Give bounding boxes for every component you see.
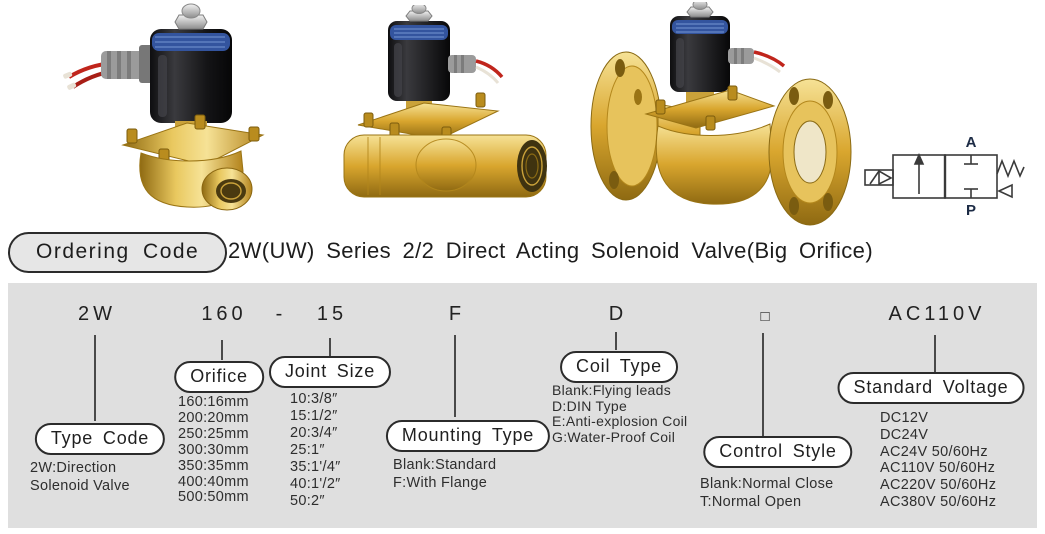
option-line: 250:25mm <box>178 425 249 442</box>
option-line: Blank:Standard <box>393 457 497 473</box>
callout-control-style: Control Style <box>703 436 853 468</box>
option-line: 25:1″ <box>290 442 325 458</box>
port-label-p: P <box>966 202 976 219</box>
option-line: 40:1'/2″ <box>290 476 341 492</box>
code-part-joint: 15 <box>316 303 348 325</box>
option-line: 400:40mm <box>178 473 249 490</box>
callout-coil-type: Coil Type <box>560 351 678 383</box>
ordering-code-badge: Ordering Code <box>8 232 228 273</box>
valve-body-brass <box>343 92 547 198</box>
option-line: Blank:Flying leads <box>552 382 672 398</box>
code-part-voltage: AC110V <box>888 303 986 325</box>
connector-line <box>934 335 936 375</box>
option-line: DC12V <box>880 410 929 426</box>
spring-symbol <box>996 158 1025 179</box>
connector-line <box>94 335 96 421</box>
code-part-control: □ <box>760 308 770 325</box>
option-line: AC24V 50/60Hz <box>880 443 988 460</box>
cable-gland <box>101 45 153 83</box>
spring-seat <box>997 183 1013 199</box>
options-joint-size: 10:3/8″15:1/2″20:3/4″25:1″35:1'/4″40:1'/… <box>290 391 341 510</box>
lead-wire <box>753 50 786 68</box>
option-line: T:Normal Open <box>700 494 802 510</box>
connector-line <box>329 338 331 356</box>
cable-gland <box>728 48 786 74</box>
option-line: 200:20mm <box>178 409 249 426</box>
code-part-mounting: F <box>448 303 466 325</box>
top-nut <box>174 3 208 30</box>
connector-line <box>762 333 764 437</box>
valve-body-brass <box>121 114 265 211</box>
left-flange <box>590 51 662 201</box>
option-line: 10:3/8″ <box>290 391 338 407</box>
option-line: 50:2″ <box>290 493 325 509</box>
bolt <box>655 85 738 131</box>
valve-body-brass <box>644 85 776 205</box>
solenoid-coil <box>150 29 232 123</box>
option-line: AC110V 50/60Hz <box>880 460 996 477</box>
option-line: F:With Flange <box>393 475 488 491</box>
option-line: 300:30mm <box>178 441 249 458</box>
right-flange <box>768 78 852 226</box>
lead-wire <box>475 59 504 79</box>
option-line: DC24V <box>880 426 929 443</box>
code-part-orifice: 160 <box>201 303 247 325</box>
option-line: Solenoid Valve <box>30 478 130 494</box>
ordering-code-panel: 2W 160 - 15 F D □ AC110V Type Code Orifi… <box>8 283 1037 528</box>
top-nut <box>405 5 433 22</box>
code-part-type: 2W <box>78 303 116 325</box>
product-photo-valve-inline <box>343 5 547 198</box>
port-label-a: A <box>966 134 977 151</box>
connector-line <box>221 340 223 360</box>
solenoid-coil <box>670 16 730 92</box>
option-line: AC380V 50/60Hz <box>880 493 997 510</box>
connector-line <box>454 335 456 417</box>
option-line: G:Water-Proof Coil <box>552 428 676 445</box>
option-line: 160:16mm <box>178 394 249 410</box>
option-line: 2W:Direction <box>30 460 117 476</box>
series-title: 2W(UW) Series 2/2 Direct Acting Solenoid… <box>228 238 874 263</box>
bolt <box>126 114 260 164</box>
option-line: 15:1/2″ <box>290 408 338 424</box>
option-line: E:Anti-explosion Coil <box>552 413 688 430</box>
option-line: AC220V 50/60Hz <box>880 477 997 494</box>
callout-joint-size: Joint Size <box>268 356 392 388</box>
product-photo-valve-flanged <box>590 2 852 226</box>
product-photo-valve-threaded <box>63 3 265 211</box>
cable-gland <box>448 55 504 84</box>
callout-standard-voltage: Standard Voltage <box>837 372 1025 404</box>
option-line: 20:3/4″ <box>290 425 338 441</box>
option-line: 350:35mm <box>178 457 249 474</box>
callout-type-code: Type Code <box>34 423 166 455</box>
callout-orifice: Orifice <box>174 361 264 393</box>
code-part-dash: - <box>275 303 283 325</box>
option-line: D:DIN Type <box>552 397 628 414</box>
top-nut <box>686 2 714 18</box>
connector-line <box>615 332 617 350</box>
solenoid-coil <box>388 21 450 101</box>
code-part-coil: D <box>608 303 628 325</box>
callout-mounting-type: Mounting Type <box>385 420 551 452</box>
ordering-code-badge-label: Ordering Code <box>36 240 200 263</box>
option-line: 500:50mm <box>178 489 249 506</box>
option-line: 35:1'/4″ <box>290 459 341 475</box>
option-line: Blank:Normal Close <box>700 476 834 492</box>
valve-circuit-symbol: A P <box>864 134 1025 219</box>
